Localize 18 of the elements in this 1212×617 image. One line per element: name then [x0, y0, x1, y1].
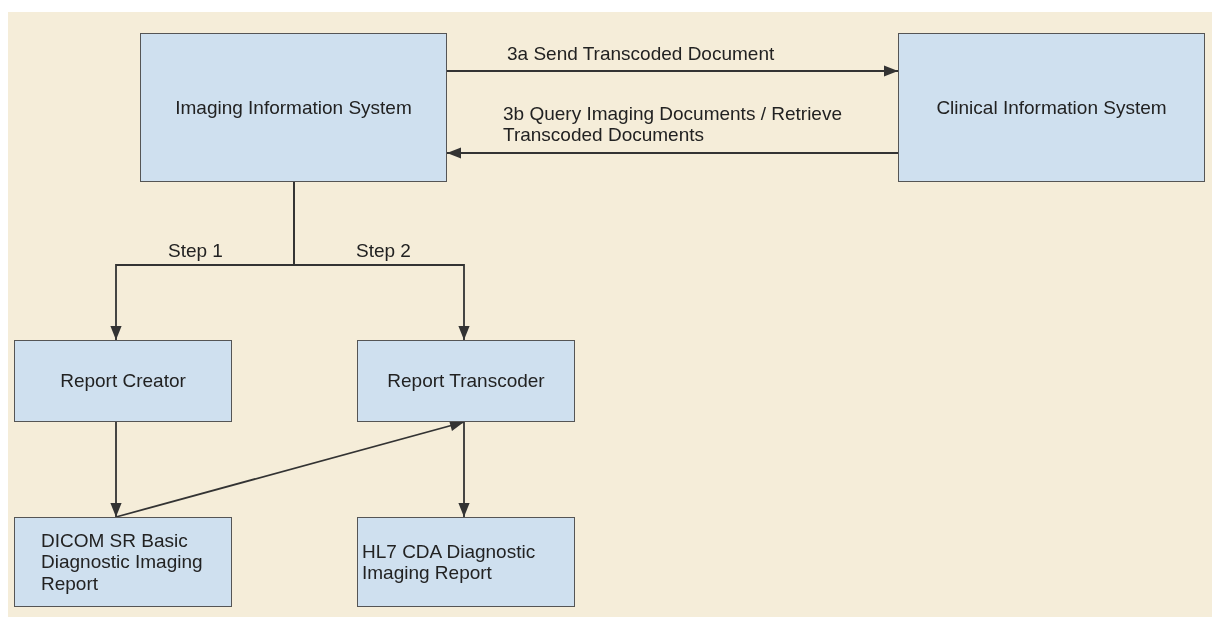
box-label: Clinical Information System: [936, 96, 1167, 119]
box-label: Imaging Information System: [175, 96, 412, 119]
process-box: [357, 517, 575, 607]
process-box: [14, 517, 232, 607]
arrow: [293, 181, 470, 341]
box-label: DICOM SR Basic Diagnostic Imaging Report: [41, 530, 204, 594]
process-box: [357, 340, 575, 422]
process-box: [14, 340, 232, 422]
arrow: [458, 421, 470, 518]
arrow: [115, 420, 465, 518]
arrow: [110, 421, 122, 518]
process-box: [898, 33, 1205, 182]
process-box: [140, 33, 447, 182]
arrow: [446, 65, 899, 77]
arrow: [446, 147, 899, 159]
box-label: Report Transcoder: [387, 370, 545, 392]
box-label: HL7 CDA Diagnostic Imaging Report: [362, 540, 537, 584]
box-label: Report Creator: [60, 370, 186, 392]
